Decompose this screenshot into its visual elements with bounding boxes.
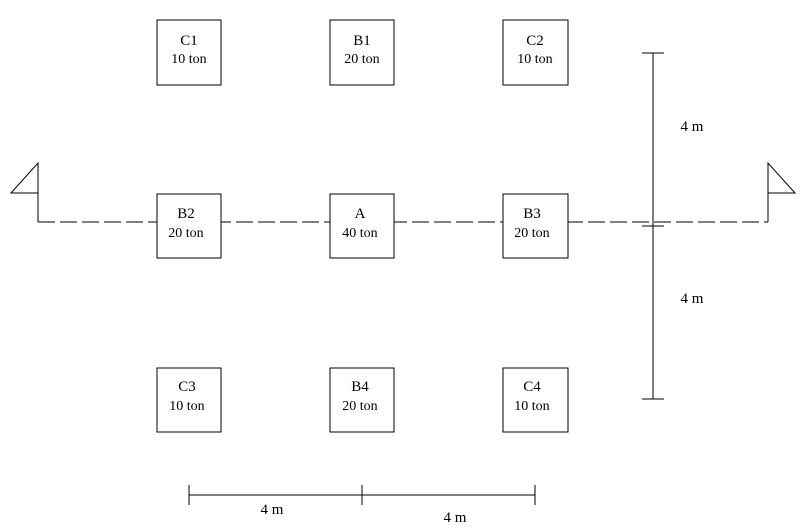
column-label: B4: [351, 379, 369, 395]
column-label: C3: [178, 379, 196, 395]
column-label: C1: [180, 33, 198, 49]
column-label: B1: [353, 33, 371, 49]
column-box: [156, 367, 222, 433]
column-load: 20 ton: [168, 226, 203, 241]
column-C3: C3 10 ton: [156, 367, 222, 433]
column-load: 20 ton: [514, 226, 549, 241]
column-label: C2: [526, 33, 544, 49]
column-label: B2: [177, 206, 195, 222]
vertical-dimension: 4 m 4 m: [642, 52, 704, 400]
column-C4: C4 10 ton: [502, 367, 569, 433]
column-load: 20 ton: [342, 399, 377, 414]
right-section-flag-icon: [767, 161, 797, 222]
left-section-flag-icon: [9, 161, 39, 222]
column-box: [502, 193, 569, 259]
dimension-label-left: 4 m: [261, 502, 284, 518]
column-B1: B1 20 ton: [329, 19, 395, 86]
column-box: [502, 19, 569, 86]
column-label: C4: [523, 379, 541, 395]
dimension-label-top: 4 m: [681, 119, 704, 135]
column-B4: B4 20 ton: [329, 367, 395, 433]
column-load: 10 ton: [514, 399, 549, 414]
column-label: B3: [523, 206, 541, 222]
dimension-label-right: 4 m: [444, 510, 467, 526]
column-C1: C1 10 ton: [156, 19, 222, 86]
column-load: 10 ton: [171, 52, 206, 67]
column-load: 10 ton: [169, 399, 204, 414]
dimension-label-bottom: 4 m: [681, 291, 704, 307]
column-box: [156, 193, 222, 259]
column-load: 40 ton: [342, 226, 377, 241]
column-A: A 40 ton: [329, 193, 395, 259]
column-load: 10 ton: [517, 52, 552, 67]
column-box: [329, 367, 395, 433]
horizontal-dimension: 4 m 4 m: [188, 485, 536, 526]
column-C2: C2 10 ton: [502, 19, 569, 86]
column-B2: B2 20 ton: [156, 193, 222, 259]
column-label: A: [355, 206, 366, 222]
column-box: [502, 367, 569, 433]
column-box: [156, 19, 222, 86]
column-B3: B3 20 ton: [502, 193, 569, 259]
column-box: [329, 19, 395, 86]
column-load: 20 ton: [344, 52, 379, 67]
column-box: [329, 193, 395, 259]
